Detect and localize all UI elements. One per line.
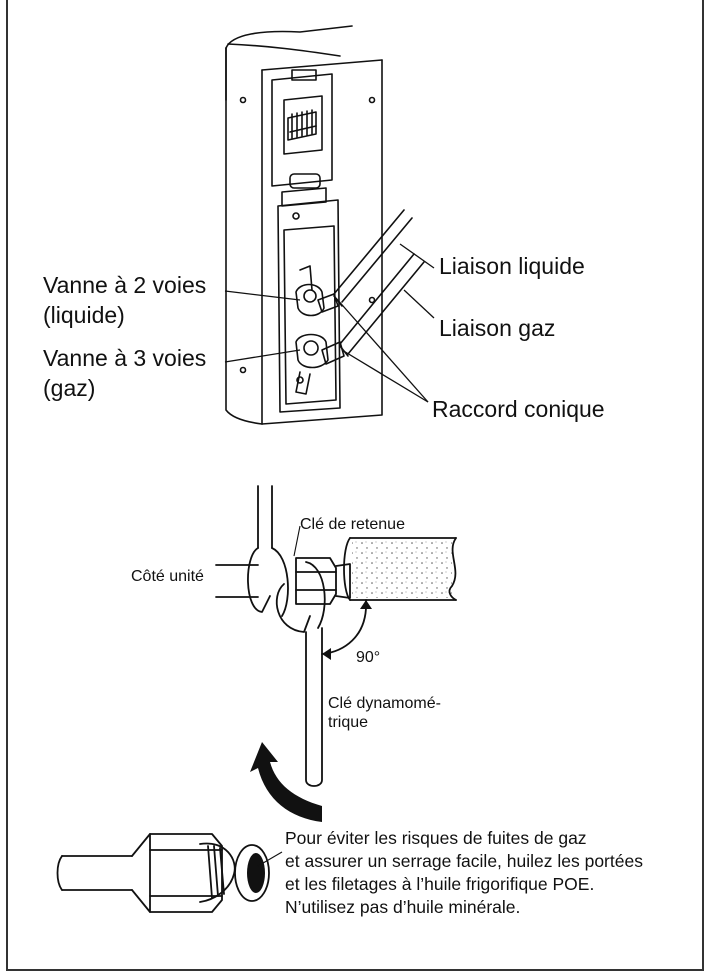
label-cote-unite: Côté unité — [131, 568, 204, 585]
note-line-1: Pour éviter les risques de fuites de gaz — [285, 828, 587, 848]
label-angle-90: 90° — [356, 649, 381, 666]
label-vanne-3-line1: Vanne à 3 voies — [43, 345, 207, 371]
label-liaison-liquide: Liaison liquide — [439, 253, 585, 279]
page-frame — [6, 0, 704, 971]
label-raccord-conique: Raccord conique — [432, 396, 605, 422]
note-line-3: et les filetages à l’huile frigorifique … — [285, 874, 595, 894]
label-vanne-2-line1: Vanne à 2 voies — [43, 272, 207, 298]
label-vanne-2-line2: (liquide) — [43, 302, 125, 328]
label-vanne-3-line2: (gaz) — [43, 375, 96, 401]
note-huile-poe: Pour éviter les risques de fuites de gaz… — [285, 827, 643, 919]
label-cle-dyn-line2: trique — [328, 714, 369, 731]
note-line-4: N’utilisez pas d’huile minérale. — [285, 897, 521, 917]
label-cle-retenue: Clé de retenue — [300, 516, 405, 533]
note-line-2: et assurer un serrage facile, huilez les… — [285, 851, 643, 871]
label-cle-dyn-line1: Clé dynamomé- — [328, 695, 441, 712]
label-cle-dynamometrique: Clé dynamomé- trique — [328, 694, 441, 732]
label-vanne-2-voies: Vanne à 2 voies (liquide) — [43, 270, 206, 330]
label-vanne-3-voies: Vanne à 3 voies (gaz) — [43, 343, 206, 403]
label-liaison-gaz: Liaison gaz — [439, 315, 556, 341]
